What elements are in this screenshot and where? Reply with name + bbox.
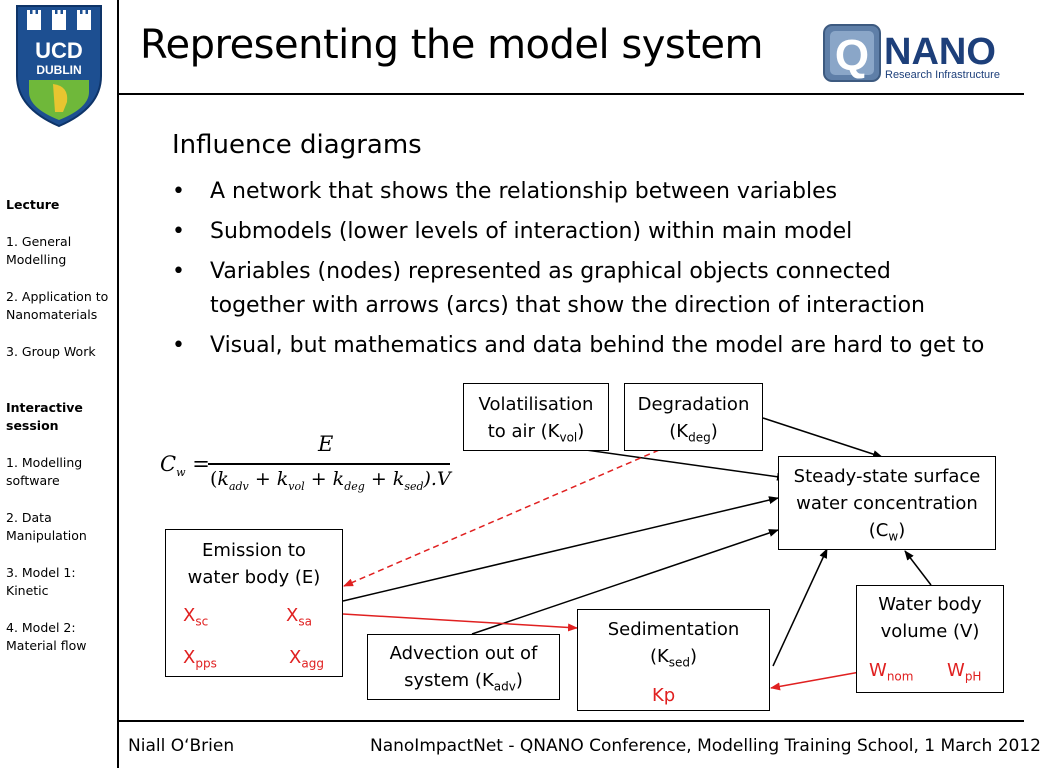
- bullet-icon: •: [172, 259, 185, 284]
- qnano-mark: Q: [835, 31, 869, 80]
- param-x-pps: Xpps: [183, 647, 217, 671]
- ucd-logo-subtext: DUBLIN: [36, 63, 81, 77]
- qnano-text: NANO: [884, 31, 996, 73]
- arc-emission-to-sedimentation: [342, 613, 578, 632]
- node-label: Degradation: [637, 394, 750, 415]
- param-w-ph: WpH: [947, 660, 982, 684]
- node-label: (Cw): [868, 520, 906, 544]
- node-label: (Kdeg): [669, 421, 718, 445]
- node-label: Steady-state surface: [793, 466, 981, 487]
- sidebar-heading-interactive: Interactive session: [6, 400, 83, 433]
- ucd-logo: UCD DUBLIN: [16, 5, 102, 128]
- harp-icon: [53, 84, 68, 112]
- param-kp: Kp: [652, 684, 676, 706]
- node-volatilisation: Volatilisation to air (Kvol): [463, 383, 609, 451]
- bullet-icon: •: [172, 219, 185, 244]
- param-x-sa: Xsa: [286, 605, 312, 629]
- sidebar-divider: [117, 0, 119, 768]
- bullet-icon: •: [172, 179, 185, 204]
- node-label: Advection out of: [389, 643, 538, 664]
- node-advection: Advection out of system (Kadv): [367, 634, 560, 700]
- bullet-list: • A network that shows the relationship b…: [172, 175, 992, 369]
- lecture-sidebar: Lecture 1. General Modelling 2. Applicat…: [6, 196, 114, 674]
- bullet-text: A network that shows the relationship be…: [210, 179, 838, 204]
- bullet-text: Submodels (lower levels of interaction) …: [210, 219, 853, 244]
- node-label: system (Kadv): [404, 670, 523, 694]
- slide-title: Representing the model system: [140, 22, 763, 68]
- node-label: water body (E): [187, 567, 321, 588]
- param-x-sc: Xsc: [183, 605, 209, 629]
- node-sedimentation: Sedimentation (Ksed) Kp: [577, 609, 770, 711]
- arc-volume-to-sedimentation: [770, 671, 861, 691]
- arc-volatilisation-to-concentration: [578, 448, 787, 481]
- param-x-agg: Xagg: [289, 647, 324, 671]
- sidebar-item-group-work: 3. Group Work: [6, 344, 96, 359]
- sidebar-item-model-kinetic: 3. Model 1: Kinetic: [6, 565, 76, 598]
- node-label: (Ksed): [649, 646, 698, 670]
- sidebar-item-data-manipulation: 2. Data Manipulation: [6, 510, 87, 543]
- bullet-text: Visual, but mathematics and data behind …: [210, 333, 985, 358]
- concentration-formula: Cw = E (kadv + kvol + kdeg + ksed).V: [160, 432, 451, 494]
- arc-degradation-to-concentration: [762, 417, 883, 458]
- footer-event: NanoImpactNet - QNANO Conference, Modell…: [370, 736, 1041, 756]
- node-water-body-volume: Water body volume (V) Wnom WpH: [856, 585, 1004, 693]
- sidebar-item-application-nanomaterials: 2. Application to Nanomaterials: [6, 289, 109, 322]
- formula-denominator: (kadv + kvol + kdeg + ksed).V: [210, 468, 451, 493]
- node-label: Emission to: [202, 540, 306, 561]
- node-label: volume (V): [880, 621, 980, 642]
- bullet-item: • Submodels (lower levels of interaction)…: [172, 215, 992, 249]
- param-w-nom: Wnom: [869, 660, 914, 684]
- footer-divider: [117, 720, 1024, 722]
- bullet-item: • Visual, but mathematics and data behind…: [172, 329, 992, 363]
- bullet-text: Variables (nodes) represented as graphic…: [210, 259, 925, 318]
- formula-numerator: E: [318, 432, 334, 456]
- node-label: Water body: [878, 594, 982, 615]
- qnano-subtext: Research Infrastructure: [885, 69, 1000, 81]
- sidebar-item-general-modelling: 1. General Modelling: [6, 234, 72, 267]
- footer-author: Niall O‘Brien: [128, 736, 235, 756]
- sidebar-heading-lecture: Lecture: [6, 197, 60, 212]
- node-emission: Emission to water body (E) Xsc Xsa Xpps …: [165, 529, 343, 677]
- node-steady-state-concentration: Steady-state surface water concentration…: [778, 456, 996, 550]
- formula-lhs: Cw =: [160, 452, 210, 480]
- node-label: Volatilisation: [478, 394, 594, 415]
- qnano-logo: Q NANO Research Infrastructure: [823, 24, 1000, 82]
- section-heading: Influence diagrams: [172, 130, 422, 160]
- node-label: water concentration: [796, 493, 978, 514]
- sidebar-item-modelling-software: 1. Modelling software: [6, 455, 83, 488]
- bullet-item: • Variables (nodes) represented as graphi…: [172, 255, 992, 323]
- ucd-logo-text: UCD: [35, 38, 83, 63]
- node-degradation: Degradation (Kdeg): [624, 383, 763, 451]
- arc-volume-to-concentration: [904, 550, 932, 586]
- sidebar-item-model-material-flow: 4. Model 2: Material flow: [6, 620, 87, 653]
- header-divider: [117, 93, 1024, 95]
- bullet-item: • A network that shows the relationship b…: [172, 175, 992, 209]
- node-label: Sedimentation: [607, 619, 740, 640]
- bullet-icon: •: [172, 333, 185, 358]
- fraction-bar: [208, 463, 450, 465]
- arc-emission-to-concentration: [342, 496, 779, 602]
- node-label: to air (Kvol): [487, 421, 585, 445]
- arc-sedimentation-to-concentration: [772, 548, 828, 667]
